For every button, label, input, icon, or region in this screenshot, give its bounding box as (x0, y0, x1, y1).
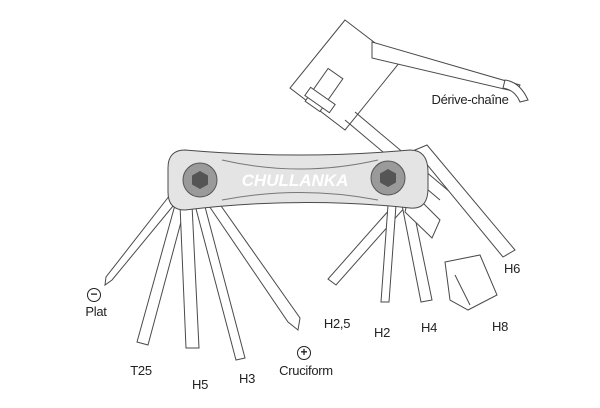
label-h2: H2 (373, 325, 391, 340)
right-hex-socket (380, 169, 396, 187)
h3-key (194, 202, 246, 361)
right-tools (327, 144, 516, 311)
label-h6: H6 (503, 261, 521, 276)
left-tools (104, 194, 301, 361)
flat-symbol-icon: − (87, 288, 101, 302)
label-h2-5: H2,5 (323, 316, 351, 331)
tool-body: CHULLANKA (167, 149, 429, 211)
h8-socket (444, 254, 498, 311)
label-cruciform: Cruciform (279, 363, 333, 378)
brand-logo: CHULLANKA (242, 171, 349, 190)
label-chain-tool: Dérive-chaîne (431, 92, 509, 107)
label-h3: H3 (238, 371, 256, 386)
h5-key (179, 204, 200, 349)
h6-key (414, 144, 516, 258)
label-h8: H8 (491, 319, 509, 334)
label-t25: T25 (130, 363, 152, 378)
label-flat: Plat (85, 304, 107, 319)
label-h4: H4 (420, 320, 438, 335)
label-h5: H5 (191, 377, 209, 392)
left-hex-socket (192, 171, 208, 189)
t25-bit (136, 204, 186, 346)
cross-symbol-icon: + (297, 346, 311, 360)
